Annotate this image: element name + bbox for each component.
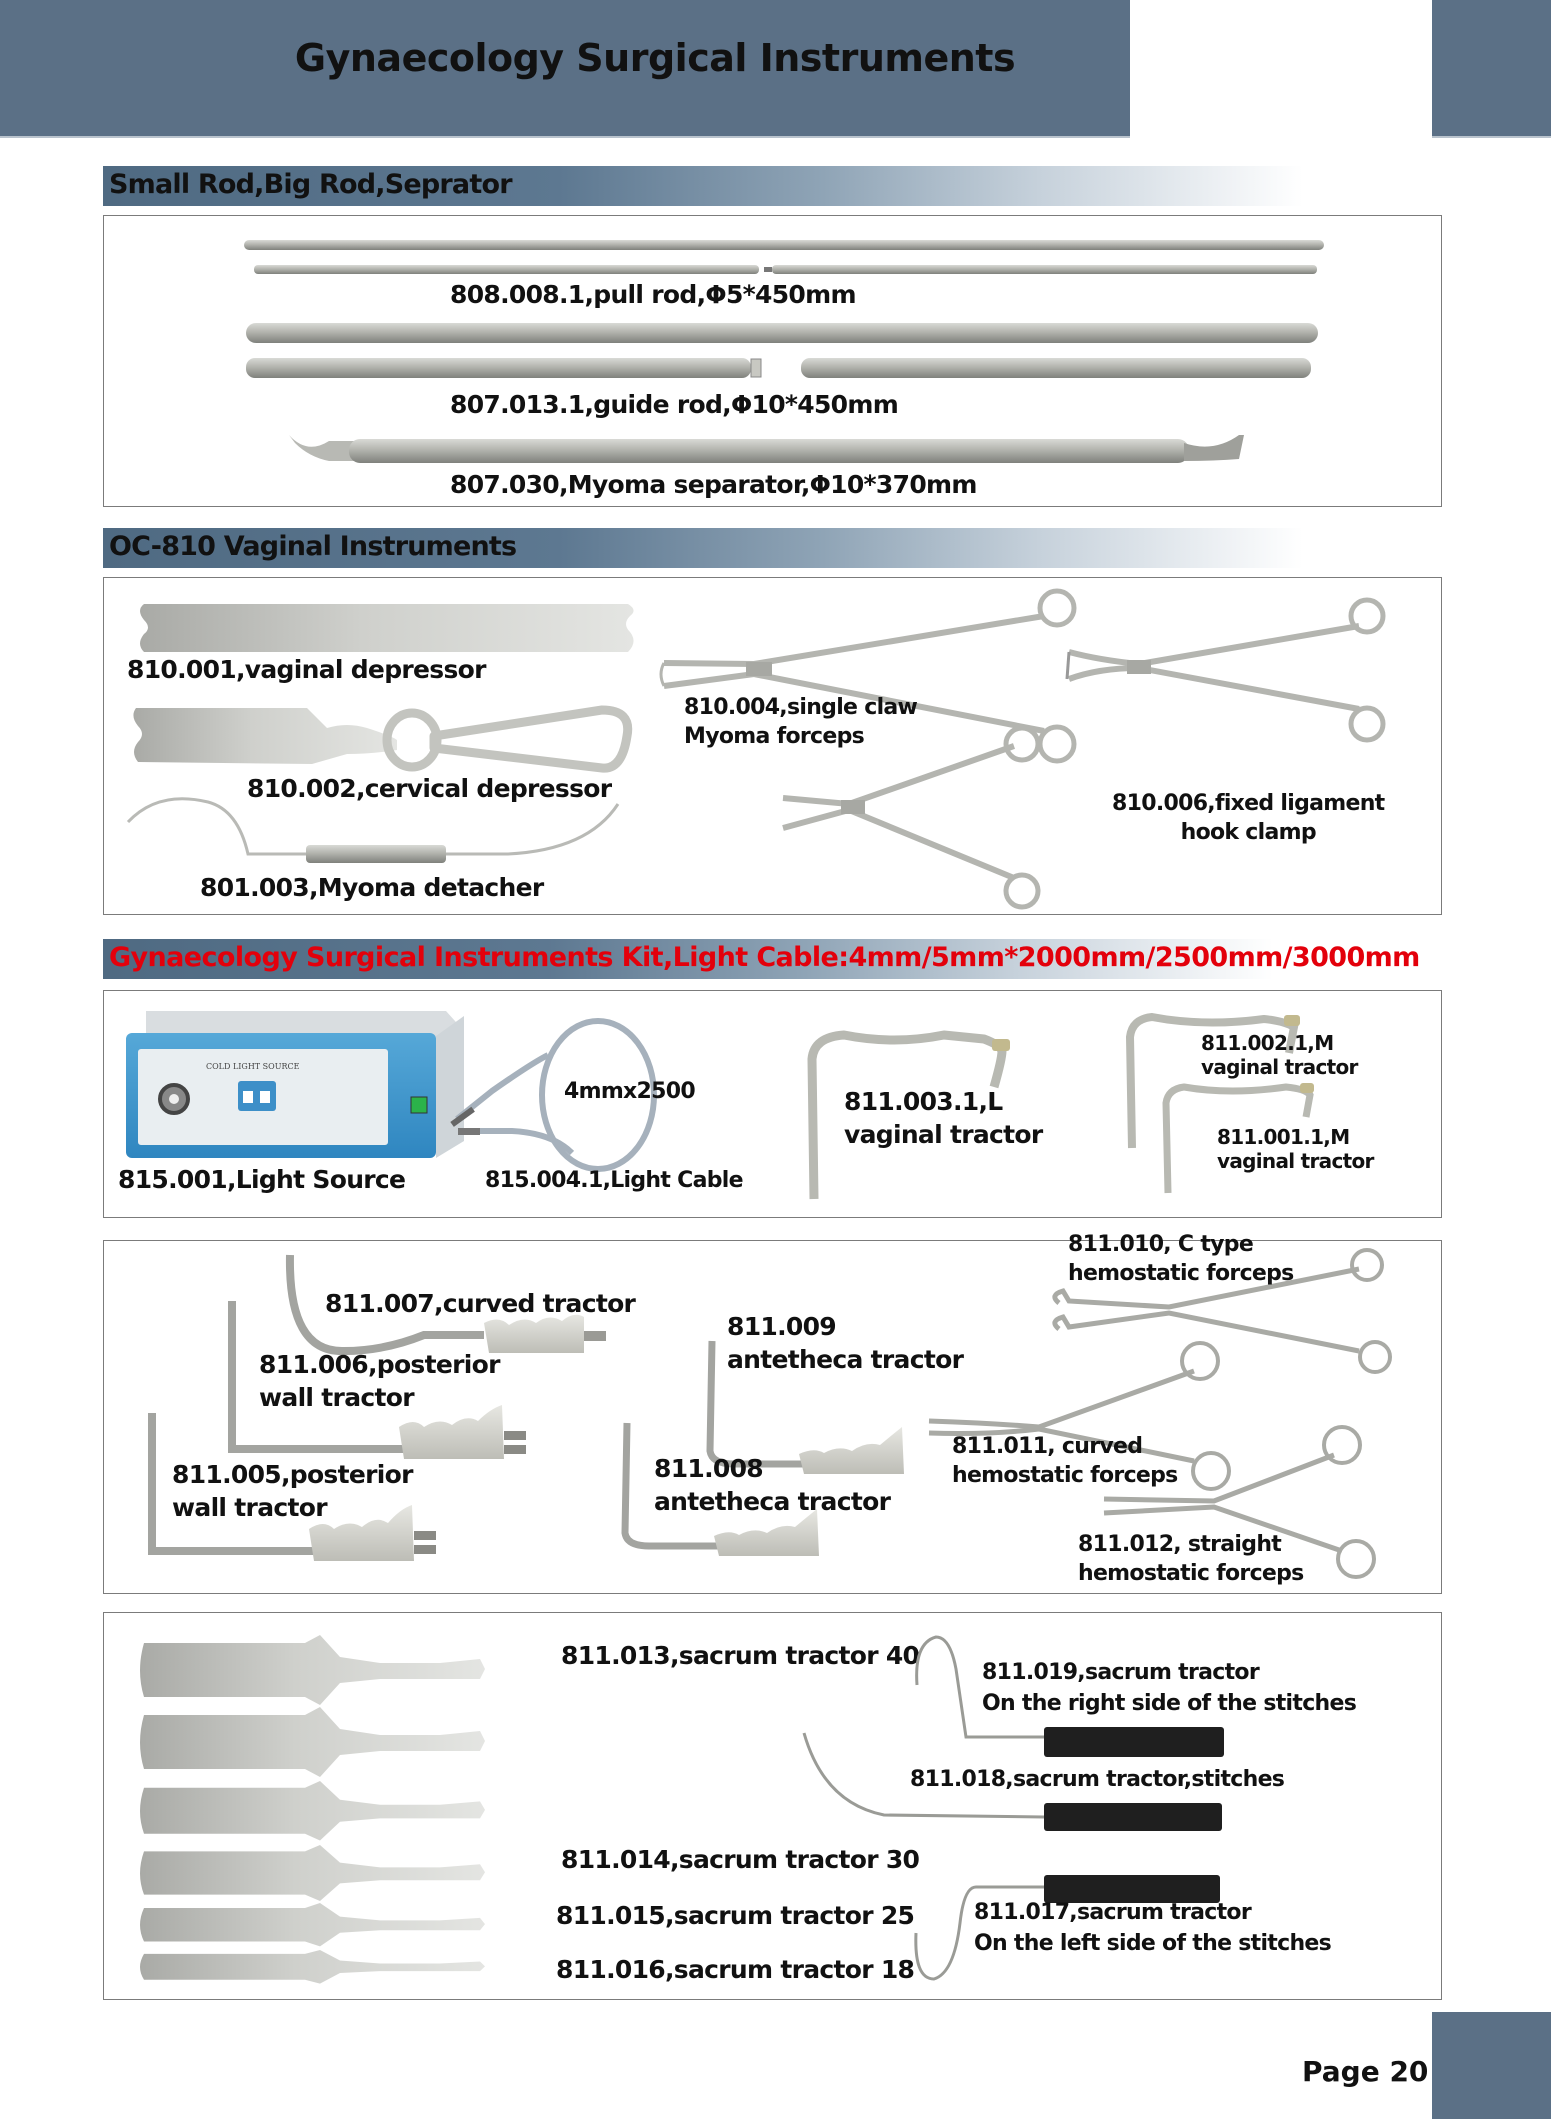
- posterior-wall-tractor-icon: [148, 1413, 436, 1561]
- item-label: 810.004,single claw Myoma forceps: [684, 695, 918, 749]
- curved-tractor-icon: [285, 1254, 606, 1356]
- item-label: 811.003.1,L vaginal tractor: [844, 1087, 1043, 1149]
- item-label: 811.009 antetheca tractor: [727, 1312, 964, 1374]
- myoma-detacher-icon: [126, 797, 620, 863]
- guide-rod-icon: [246, 323, 1318, 378]
- cable-spec: 4mmx2500: [564, 1079, 696, 1104]
- item-label: 808.008.1,pull rod,Φ5*450mm: [450, 280, 856, 309]
- item-label: 811.005,posterior wall tractor: [172, 1460, 413, 1522]
- item-label: 815.001,Light Source: [118, 1165, 406, 1194]
- item-label: 811.010, C type hemostatic forceps: [1068, 1232, 1294, 1286]
- sacrum-tractor-set-icon: [140, 1635, 485, 1984]
- item-label: 811.012, straight hemostatic forceps: [1078, 1532, 1304, 1586]
- myoma-separator-icon: [289, 435, 1244, 463]
- item-label: 811.017,sacrum tractor On the left side …: [974, 1900, 1332, 1957]
- header-banner-accent: [1432, 0, 1551, 138]
- section-box-vaginal: 810.001,vaginal depressor 810.002,cervic…: [103, 577, 1442, 915]
- straight-forceps-icon: [1103, 1425, 1376, 1579]
- hook-clamp-icon: [782, 725, 1041, 910]
- section-title: Small Rod,Big Rod,Seprator: [109, 169, 513, 200]
- hook-tractor-right-icon: [915, 1635, 1224, 1757]
- section-box-kit: COLD LIGHT SOURCE 815.001,Light Source 4…: [103, 990, 1442, 1218]
- vaginal-tractor-l-icon: [807, 1030, 1010, 1200]
- antetheca-tractor-icon: [706, 1340, 904, 1474]
- item-label: 810.006,fixed ligament hook clamp: [1112, 791, 1385, 845]
- section-header-vaginal: OC-810 Vaginal Instruments: [103, 528, 1303, 568]
- item-label: 811.015,sacrum tractor 25: [556, 1901, 915, 1930]
- page-title: Gynaecology Surgical Instruments: [294, 36, 1016, 80]
- section-title: OC-810 Vaginal Instruments: [109, 531, 517, 562]
- item-label: 811.008 antetheca tractor: [654, 1454, 891, 1516]
- item-label: 811.018,sacrum tractor,stitches: [910, 1767, 1285, 1792]
- cervical-depressor-icon: [133, 705, 633, 773]
- item-label: 811.006,posterior wall tractor: [259, 1350, 500, 1412]
- hook-tractor-left-icon: [914, 1875, 1220, 1981]
- section-title: Gynaecology Surgical Instruments Kit,Lig…: [109, 942, 1420, 973]
- light-cable-icon: [450, 1018, 657, 1172]
- section-header-rods: Small Rod,Big Rod,Seprator: [103, 166, 1303, 206]
- sacrum-tractor-40-icon: [140, 1635, 485, 1705]
- c-type-forceps-icon: [1052, 1248, 1392, 1374]
- sacrum-tractor-25-icon: [140, 1903, 485, 1947]
- hook-tractor-stitches-icon: [802, 1732, 1222, 1831]
- item-label: 811.002.1,M vaginal tractor: [1201, 1031, 1358, 1079]
- item-label: 811.013,sacrum tractor 40: [561, 1641, 920, 1670]
- item-label: 807.013.1,guide rod,Φ10*450mm: [450, 390, 899, 419]
- vaginal-depressor-icon: [140, 604, 634, 652]
- curved-forceps-icon: [928, 1341, 1231, 1491]
- antetheca-tractor-icon: [621, 1422, 819, 1556]
- item-label: 811.007,curved tractor: [325, 1289, 636, 1318]
- section-header-kit: Gynaecology Surgical Instruments Kit,Lig…: [103, 939, 1420, 979]
- forceps-icon: [1065, 597, 1386, 743]
- item-label: 811.001.1,M vaginal tractor: [1217, 1125, 1374, 1173]
- item-label: 815.004.1,Light Cable: [485, 1168, 744, 1193]
- sacrum-tractor-icon: [140, 1707, 485, 1777]
- sacrum-tractor-30-icon: [140, 1845, 485, 1901]
- item-label: 811.019,sacrum tractor On the right side…: [982, 1660, 1357, 1717]
- footer-accent: [1432, 2012, 1551, 2119]
- section-box-rods: 808.008.1,pull rod,Φ5*450mm 807.013.1,gu…: [103, 215, 1442, 507]
- header-banner: [0, 0, 1130, 138]
- section-box-tractors: 811.007,curved tractor 811.006,posterior…: [103, 1232, 1442, 1594]
- sacrum-tractor-icon: [140, 1781, 485, 1841]
- item-label: 810.001,vaginal depressor: [127, 655, 486, 684]
- device-label: COLD LIGHT SOURCE: [206, 1062, 300, 1071]
- item-label: 810.002,cervical depressor: [247, 774, 612, 803]
- vaginal-tractor-m-icon: [1162, 1083, 1314, 1194]
- item-label: 807.030,Myoma separator,Φ10*370mm: [450, 470, 977, 499]
- section-box-sacrum: 811.013,sacrum tractor 40 811.014,sacrum…: [103, 1612, 1442, 2000]
- sacrum-tractor-18-icon: [140, 1950, 485, 1984]
- vaginal-tractor-m-icon: [1125, 1012, 1300, 1149]
- page-number: Page 20: [1302, 2055, 1429, 2088]
- item-label: 811.011, curved hemostatic forceps: [952, 1434, 1178, 1488]
- pull-rod-icon: [244, 240, 1324, 274]
- light-source-icon: COLD LIGHT SOURCE: [126, 1011, 464, 1158]
- item-label: 811.016,sacrum tractor 18: [556, 1955, 915, 1984]
- posterior-wall-tractor-icon: [228, 1301, 526, 1459]
- item-label: 801.003,Myoma detacher: [200, 873, 544, 902]
- item-label: 811.014,sacrum tractor 30: [561, 1845, 920, 1874]
